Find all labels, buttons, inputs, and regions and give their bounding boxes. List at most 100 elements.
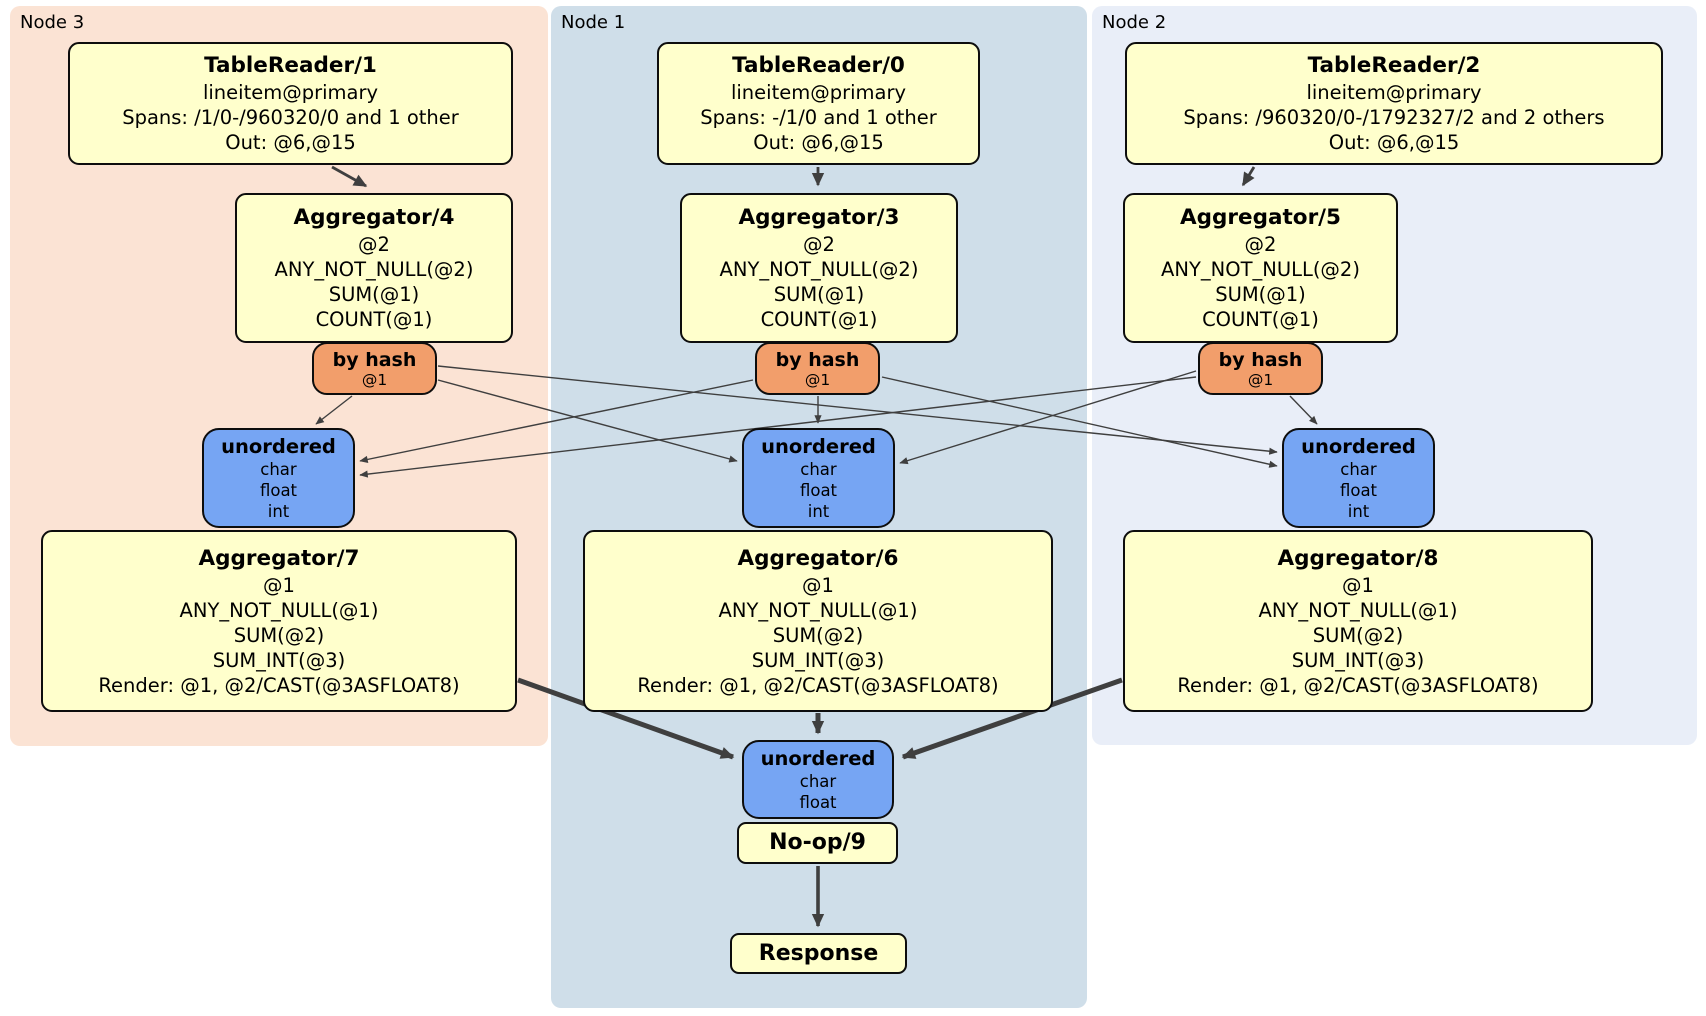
processor-line: SUM(@1): [773, 283, 865, 306]
panel-node1-label: Node 1: [561, 12, 626, 33]
processor-line: @2: [803, 233, 835, 256]
edge: [331, 165, 368, 188]
processor-line: COUNT(@1): [1202, 308, 1319, 331]
router-by-hash-node3: by hash @1: [312, 342, 437, 395]
sync-title: unordered: [1301, 434, 1416, 458]
processor-line: lineitem@primary: [730, 81, 907, 104]
router-title: by hash: [1218, 348, 1303, 371]
panel-node2-label: Node 2: [1102, 12, 1167, 33]
processor-line: ANY_NOT_NULL(@1): [718, 598, 918, 622]
processor-line: SUM(@1): [1215, 283, 1306, 306]
sync-column-type: char: [260, 459, 297, 479]
processor-line: Out: @6,@15: [753, 131, 884, 154]
sync-title: unordered: [760, 746, 876, 770]
sync-unordered-node2: unordered char float int: [1282, 428, 1435, 528]
processor-title: TableReader/1: [204, 53, 377, 78]
edge: [359, 376, 1197, 478]
router-by-hash-node2: by hash @1: [1198, 342, 1323, 395]
panel-node3-label: Node 3: [20, 12, 85, 33]
processor-title: Aggregator/4: [293, 205, 455, 230]
sync-column-type: float: [799, 792, 837, 812]
processor-title: Aggregator/5: [1180, 205, 1341, 230]
processor-aggregator-4: Aggregator/4 @2 ANY_NOT_NULL(@2) SUM(@1)…: [235, 193, 513, 343]
sync-column-type: int: [807, 501, 830, 521]
processor-line: Out: @6,@15: [225, 131, 356, 154]
sync-unordered-final: unordered char float: [742, 740, 894, 819]
processor-line: SUM(@2): [772, 623, 864, 647]
sync-unordered-node3: unordered char float int: [202, 428, 355, 528]
processor-title: No-op/9: [769, 830, 866, 855]
processor-line: COUNT(@1): [760, 308, 878, 331]
processor-title: TableReader/2: [1307, 53, 1481, 78]
processor-line: lineitem@primary: [1306, 81, 1482, 104]
sync-column-type: char: [800, 459, 837, 479]
processor-line: ANY_NOT_NULL(@1): [179, 598, 379, 622]
processor-line: Render: @1, @2/CAST(@3ASFLOAT8): [98, 673, 460, 697]
processor-tablereader-2: TableReader/2 lineitem@primary Spans: /9…: [1125, 42, 1663, 165]
processor-line: Spans: /960320/0-/1792327/2 and 2 others: [1183, 106, 1605, 129]
processor-line: ANY_NOT_NULL(@1): [1258, 598, 1458, 622]
processor-line: @1: [263, 573, 295, 597]
processor-tablereader-0: TableReader/0 lineitem@primary Spans: -/…: [657, 42, 980, 165]
edge: [359, 379, 754, 463]
router-key: @1: [804, 370, 831, 389]
edge: [881, 376, 1278, 468]
processor-aggregator-3: Aggregator/3 @2 ANY_NOT_NULL(@2) SUM(@1)…: [680, 193, 958, 343]
processor-line: COUNT(@1): [315, 308, 433, 331]
sync-column-type: float: [1339, 480, 1378, 500]
processor-aggregator-8: Aggregator/8 @1 ANY_NOT_NULL(@1) SUM(@2)…: [1123, 530, 1593, 712]
sync-title: unordered: [761, 434, 876, 458]
router-title: by hash: [775, 348, 860, 371]
processor-line: @1: [802, 573, 834, 597]
processor-line: SUM_INT(@3): [212, 648, 346, 672]
processor-line: SUM_INT(@3): [751, 648, 885, 672]
processor-line: @2: [358, 233, 390, 256]
processor-title: Aggregator/3: [738, 205, 900, 230]
router-by-hash-node1: by hash @1: [755, 342, 880, 395]
processor-aggregator-5: Aggregator/5 @2 ANY_NOT_NULL(@2) SUM(@1)…: [1123, 193, 1398, 343]
edge: [517, 677, 735, 760]
sync-column-type: char: [799, 771, 837, 791]
processor-line: ANY_NOT_NULL(@2): [719, 258, 919, 281]
processor-title: Aggregator/7: [198, 545, 360, 571]
processor-title: Aggregator/6: [737, 545, 899, 571]
node-response: Response: [730, 933, 907, 974]
processor-title: Response: [758, 940, 879, 966]
processor-title: TableReader/0: [732, 53, 905, 78]
sync-column-type: int: [1347, 501, 1370, 521]
processor-line: SUM(@1): [328, 283, 420, 306]
edge: [1241, 166, 1256, 187]
processor-line: @2: [1244, 233, 1277, 256]
processor-line: Spans: -/1/0 and 1 other: [700, 106, 937, 129]
router-key: @1: [361, 370, 388, 389]
sync-unordered-node1: unordered char float int: [742, 428, 895, 528]
processor-line: lineitem@primary: [202, 81, 379, 104]
sync-column-type: float: [799, 480, 838, 500]
processor-aggregator-6: Aggregator/6 @1 ANY_NOT_NULL(@1) SUM(@2)…: [583, 530, 1053, 712]
processor-line: @1: [1342, 573, 1374, 597]
edge: [315, 395, 353, 425]
processor-line: Out: @6,@15: [1328, 131, 1460, 154]
sync-column-type: float: [259, 480, 298, 500]
processor-line: ANY_NOT_NULL(@2): [1161, 258, 1360, 281]
processor-tablereader-1: TableReader/1 lineitem@primary Spans: /1…: [68, 42, 513, 165]
edge: [437, 379, 738, 463]
router-title: by hash: [332, 348, 417, 371]
router-key: @1: [1247, 370, 1274, 389]
processor-line: SUM(@2): [1312, 623, 1404, 647]
edge: [899, 370, 1197, 465]
edge: [437, 365, 1278, 455]
processor-line: ANY_NOT_NULL(@2): [274, 258, 474, 281]
processor-noop-9: No-op/9: [737, 822, 898, 864]
edge: [901, 677, 1123, 760]
processor-aggregator-7: Aggregator/7 @1 ANY_NOT_NULL(@1) SUM(@2)…: [41, 530, 517, 712]
sync-title: unordered: [221, 434, 336, 458]
edge: [1289, 395, 1318, 425]
processor-title: Aggregator/8: [1277, 545, 1439, 571]
processor-line: Spans: /1/0-/960320/0 and 1 other: [122, 106, 459, 129]
processor-line: SUM_INT(@3): [1291, 648, 1425, 672]
processor-line: Render: @1, @2/CAST(@3ASFLOAT8): [637, 673, 999, 697]
sync-column-type: char: [1340, 459, 1377, 479]
